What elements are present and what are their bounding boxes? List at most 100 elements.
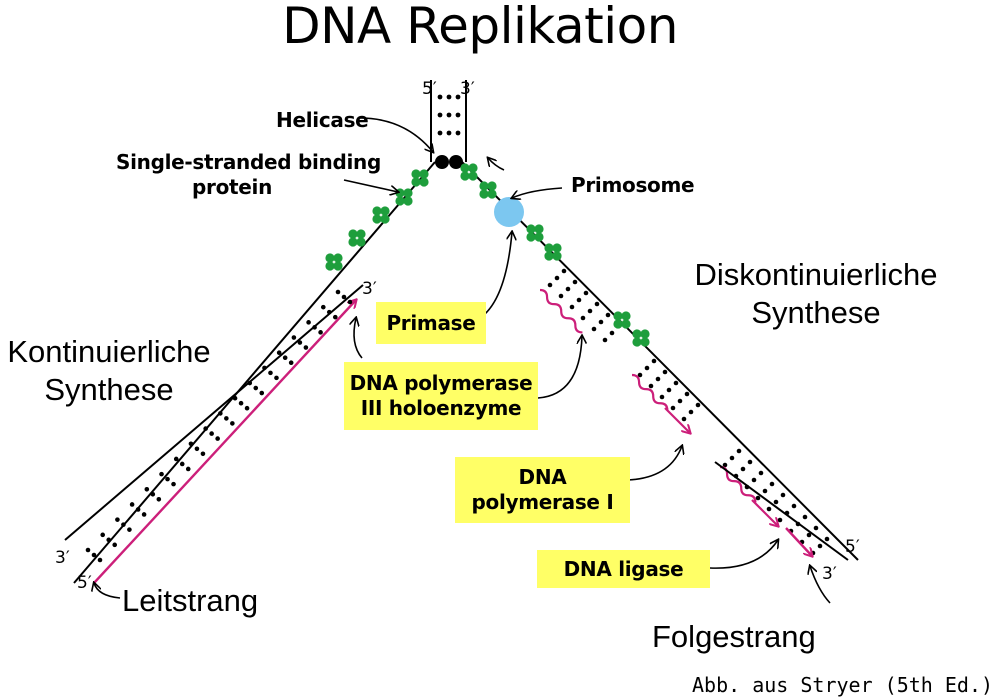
base-pair-dot xyxy=(565,286,571,292)
end-bottom-right-outer: 5′ xyxy=(845,537,860,557)
primase-box: Primase xyxy=(376,302,486,344)
ssb-subunit xyxy=(552,251,562,261)
ssb-protein-icon xyxy=(325,253,343,271)
base-pair-dot xyxy=(766,506,772,512)
okazaki-primer-1 xyxy=(539,288,583,334)
ssb-subunit xyxy=(487,189,497,199)
base-pair-dot xyxy=(677,398,683,404)
ssb-subunit xyxy=(479,189,489,199)
base-pair-dot xyxy=(558,293,564,299)
base-pair-dot xyxy=(259,390,265,396)
base-pair-dot xyxy=(605,312,611,318)
base-pair-dot xyxy=(572,279,578,285)
base-pair-dot xyxy=(817,543,823,549)
base-pair-dot xyxy=(112,542,118,548)
base-pair-dot xyxy=(722,462,728,468)
ssb-subunit xyxy=(403,196,413,206)
base-pair-dot xyxy=(326,309,332,315)
base-pair-dot xyxy=(602,337,608,343)
end-bottom-right-inner: 3′ xyxy=(822,564,837,584)
base-pair-dot xyxy=(684,391,690,397)
ssb-protein-icon xyxy=(395,188,413,206)
ssb-subunit xyxy=(419,177,429,187)
base-pair-dot xyxy=(224,416,229,421)
base-pair-dot xyxy=(762,488,768,494)
base-pair-dot xyxy=(688,409,694,415)
helicase-subunit-left xyxy=(435,155,449,169)
base-pair-dot xyxy=(306,320,311,325)
end-bottom-left-outer: 3′ xyxy=(55,548,70,568)
base-pair-dot xyxy=(303,345,309,350)
base-pair-dot xyxy=(150,491,156,497)
ssb-protein-icon xyxy=(544,243,562,261)
base-pair-dot xyxy=(127,527,132,532)
source-credit: Abb. aus Stryer (5th Ed.) xyxy=(692,673,993,697)
base-pair-dot xyxy=(583,290,589,296)
base-pair-dot xyxy=(780,492,786,498)
base-pair-dot xyxy=(695,402,701,408)
base-pair-dot xyxy=(156,496,162,502)
base-pair-dot xyxy=(232,395,238,401)
ssb-subunit xyxy=(395,188,405,198)
base-pair-dot xyxy=(209,431,214,436)
ssb-subunit xyxy=(487,181,497,191)
ssb-subunit xyxy=(348,237,358,247)
base-pair-dot xyxy=(165,476,170,482)
pol1-line-2: polymerase I xyxy=(471,490,614,514)
ssb-protein-icon xyxy=(348,229,366,247)
leading-strand-arrow xyxy=(93,300,356,584)
base-pair-dot xyxy=(341,294,347,300)
end-top-left: 5′ xyxy=(422,79,437,99)
ssb-subunit xyxy=(621,311,631,321)
leading-base-pairs xyxy=(85,289,353,563)
base-pair-dot xyxy=(171,481,176,487)
base-pair-dot xyxy=(758,470,764,476)
base-pair-dot xyxy=(274,375,279,381)
base-pair-dot xyxy=(238,400,244,406)
base-pair-dot xyxy=(244,405,250,411)
base-pair-dot xyxy=(673,380,679,386)
base-pair-dot xyxy=(813,525,819,531)
ssb-protein-icon xyxy=(460,163,478,181)
base-pair-dot xyxy=(751,477,757,483)
okazaki-arrow-1 xyxy=(664,407,690,433)
base-pair-dot xyxy=(318,330,323,335)
base-pair-dot xyxy=(173,456,179,462)
ssb-subunit xyxy=(380,206,390,216)
end-left-primer: 3′ xyxy=(362,279,377,299)
okazaki-fragment-2 xyxy=(719,465,757,503)
ssb-subunit xyxy=(333,261,343,271)
pol1-line-1: DNA xyxy=(518,465,567,489)
ssb-subunit xyxy=(621,319,631,329)
pol3-line-2: III holoenzyme xyxy=(360,396,522,420)
ssb-subunit xyxy=(468,171,478,181)
ssb-protein-icon xyxy=(372,206,390,224)
primosome-label: Primosome xyxy=(571,173,695,197)
base-pair-dot xyxy=(215,436,220,441)
ssb-line-2: protein xyxy=(192,175,273,199)
pointer-arrows xyxy=(94,117,831,604)
end-bottom-left-inner: 5′ xyxy=(77,573,92,593)
base-pair-dot xyxy=(159,471,164,477)
ssb-subunit xyxy=(403,188,413,198)
base-pair-dot xyxy=(791,503,797,509)
base-pair-dot xyxy=(200,451,206,457)
continuous-synthesis-label: Kontinuierliche Synthese xyxy=(0,333,220,409)
base-pair-dot xyxy=(85,547,91,553)
base-pair-dot xyxy=(580,315,586,321)
leading-strand-label: Leitstrang xyxy=(122,583,259,618)
ssb-subunit xyxy=(526,232,536,242)
base-pair-dot xyxy=(736,448,742,454)
ssb-subunit xyxy=(356,229,366,239)
base-pair-dot xyxy=(335,289,341,295)
ssb-protein-icon xyxy=(411,169,429,187)
replication-fork-diagram xyxy=(64,80,859,604)
base-pair-dot xyxy=(194,446,200,452)
ssb-subunit xyxy=(395,196,405,206)
ssb-protein-icon xyxy=(632,329,650,347)
ssb-subunit xyxy=(632,337,642,347)
base-pair-dot xyxy=(681,416,687,422)
ssb-subunit xyxy=(325,253,335,263)
base-pair-dot xyxy=(824,536,830,542)
